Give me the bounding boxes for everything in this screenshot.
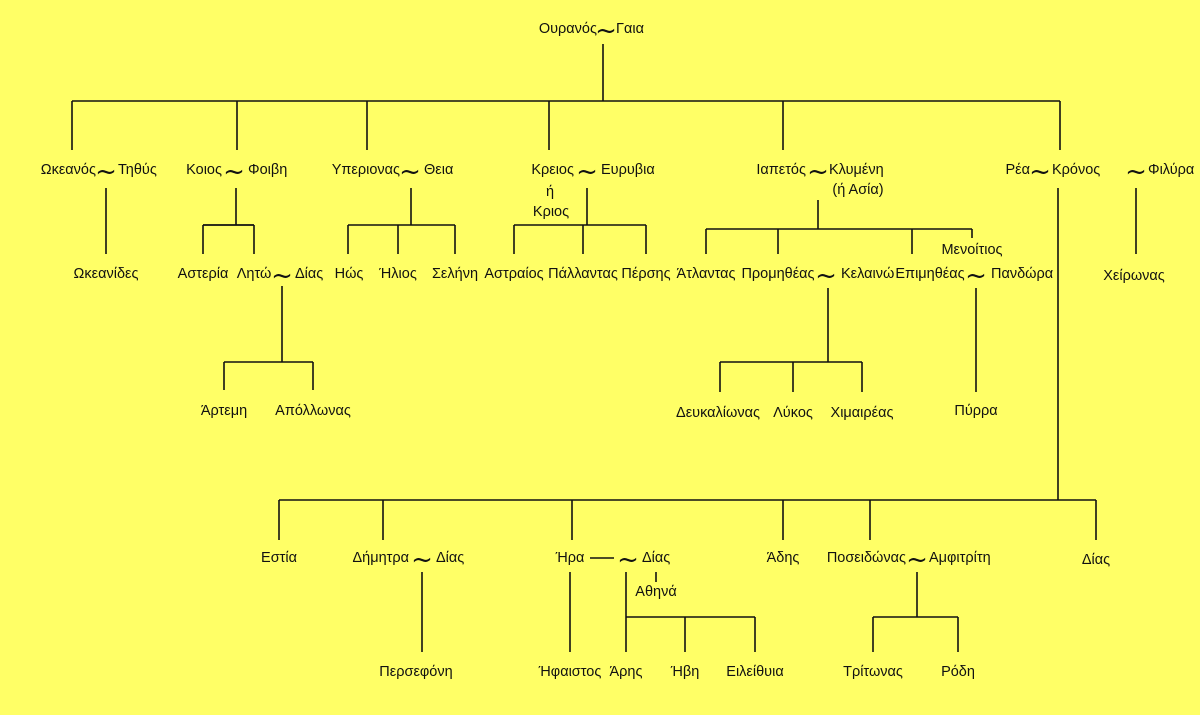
- node-apollonas: Απόλλωνας: [275, 403, 351, 419]
- node-pallantas: Πάλλαντας: [548, 266, 618, 282]
- tilde-yperionas-theia: ~: [399, 157, 421, 187]
- node-persis: Πέρσης: [621, 266, 671, 282]
- node-amfitriti: Αμφιτρίτη: [929, 550, 991, 566]
- node-chimaireas: Χιμαιρέας: [830, 405, 894, 421]
- tilde-prometheas-kelaino: ~: [815, 261, 837, 291]
- node-filyra: Φιλύρα: [1148, 162, 1195, 178]
- node-dias-2: Δίας: [436, 550, 465, 566]
- node-asia: (ή Ασία): [832, 182, 884, 198]
- tilde-ouranos-gaia: ~: [595, 16, 617, 46]
- node-ifaistos: Ήφαιστος: [538, 664, 602, 680]
- tilde-iapetos-klymeni: ~: [807, 157, 829, 187]
- node-pyrra: Πύρρα: [954, 403, 998, 419]
- node-foivi: Φοιβη: [248, 162, 288, 178]
- node-aris: Άρης: [609, 664, 643, 680]
- node-kronos: Κρόνος: [1052, 162, 1101, 178]
- node-krios: Κριος: [532, 204, 570, 220]
- node-iapetos: Ιαπετός: [756, 162, 806, 178]
- node-ilios: Ήλιος: [379, 266, 417, 282]
- node-menoitios: Μενοίτιος: [941, 242, 1003, 258]
- node-eileithyia: Ειλείθυια: [726, 664, 784, 680]
- node-defkalionas: Δευκαλίωνας: [676, 405, 760, 421]
- node-astraios: Αστραίος: [484, 266, 544, 282]
- tilde-koios-foivi: ~: [223, 157, 245, 187]
- node-epimitheas: Επιμηθέας: [895, 266, 965, 282]
- node-atlantas: Άτλαντας: [676, 266, 736, 282]
- node-ios: Ηώς: [334, 266, 364, 282]
- node-estia: Εστία: [261, 550, 297, 566]
- tilde-dimitra-dias: ~: [411, 545, 433, 575]
- tilde-rea-kronos: ~: [1029, 157, 1051, 187]
- label-or: ή: [545, 184, 555, 200]
- node-klymeni: Κλυμένη: [829, 162, 884, 178]
- node-asteria: Αστερία: [177, 266, 229, 282]
- node-ivi: Ήβη: [670, 664, 700, 680]
- tilde-okeanos-tithys: ~: [95, 157, 117, 187]
- node-tithys: Τηθύς: [118, 162, 157, 178]
- node-yperionas: Υπεριονας: [331, 162, 400, 178]
- node-okeanos: Ωκεανός: [40, 162, 96, 178]
- node-lykos: Λύκος: [773, 405, 813, 421]
- node-dimitra: Δήμητρα: [352, 550, 409, 566]
- node-tritonas: Τρίτωνας: [843, 664, 903, 680]
- node-koios: Κοιος: [186, 162, 222, 178]
- tilde-poseidonas-amfitriti: ~: [906, 545, 928, 575]
- node-persefoni: Περσεφόνη: [379, 664, 453, 680]
- node-pandora: Πανδώρα: [991, 266, 1054, 282]
- node-dias-3: Δίας: [642, 550, 671, 566]
- node-ouranos: Ουρανός: [538, 21, 597, 37]
- node-artemi: Άρτεμη: [200, 403, 248, 419]
- node-cheironas: Χείρωνας: [1103, 268, 1165, 284]
- node-poseidonas: Ποσειδώνας: [826, 550, 906, 566]
- node-prometheas: Προμηθέας: [741, 266, 815, 282]
- node-selini: Σελήνη: [431, 266, 479, 282]
- node-kreios: Κρειος: [531, 162, 574, 178]
- node-ira: Ήρα: [555, 550, 585, 566]
- node-okeanides: Ωκεανίδες: [73, 266, 139, 282]
- tilde-ira-dias: ~: [617, 545, 639, 575]
- tilde-kreios-evryvia: ~: [576, 157, 598, 187]
- node-gaia: Γαια: [616, 21, 644, 37]
- node-athina: Αθηνά: [635, 584, 677, 600]
- node-rea: Ρέα: [1005, 162, 1030, 178]
- tilde-kronos-filyra: ~: [1125, 157, 1147, 187]
- node-dias-1: Δίας: [295, 266, 324, 282]
- node-theia: Θεια: [424, 162, 454, 178]
- node-kelaino: Κελαινώ: [841, 266, 895, 282]
- node-adis: Άδης: [766, 550, 800, 566]
- node-lito: Λητώ: [236, 266, 272, 282]
- node-rodi: Ρόδη: [941, 664, 975, 680]
- tilde-epimitheas-pandora: ~: [965, 261, 987, 291]
- tilde-lito-dias: ~: [271, 261, 293, 291]
- node-evryvia: Ευρυβια: [601, 162, 655, 178]
- node-dias-4: Δίας: [1081, 552, 1111, 568]
